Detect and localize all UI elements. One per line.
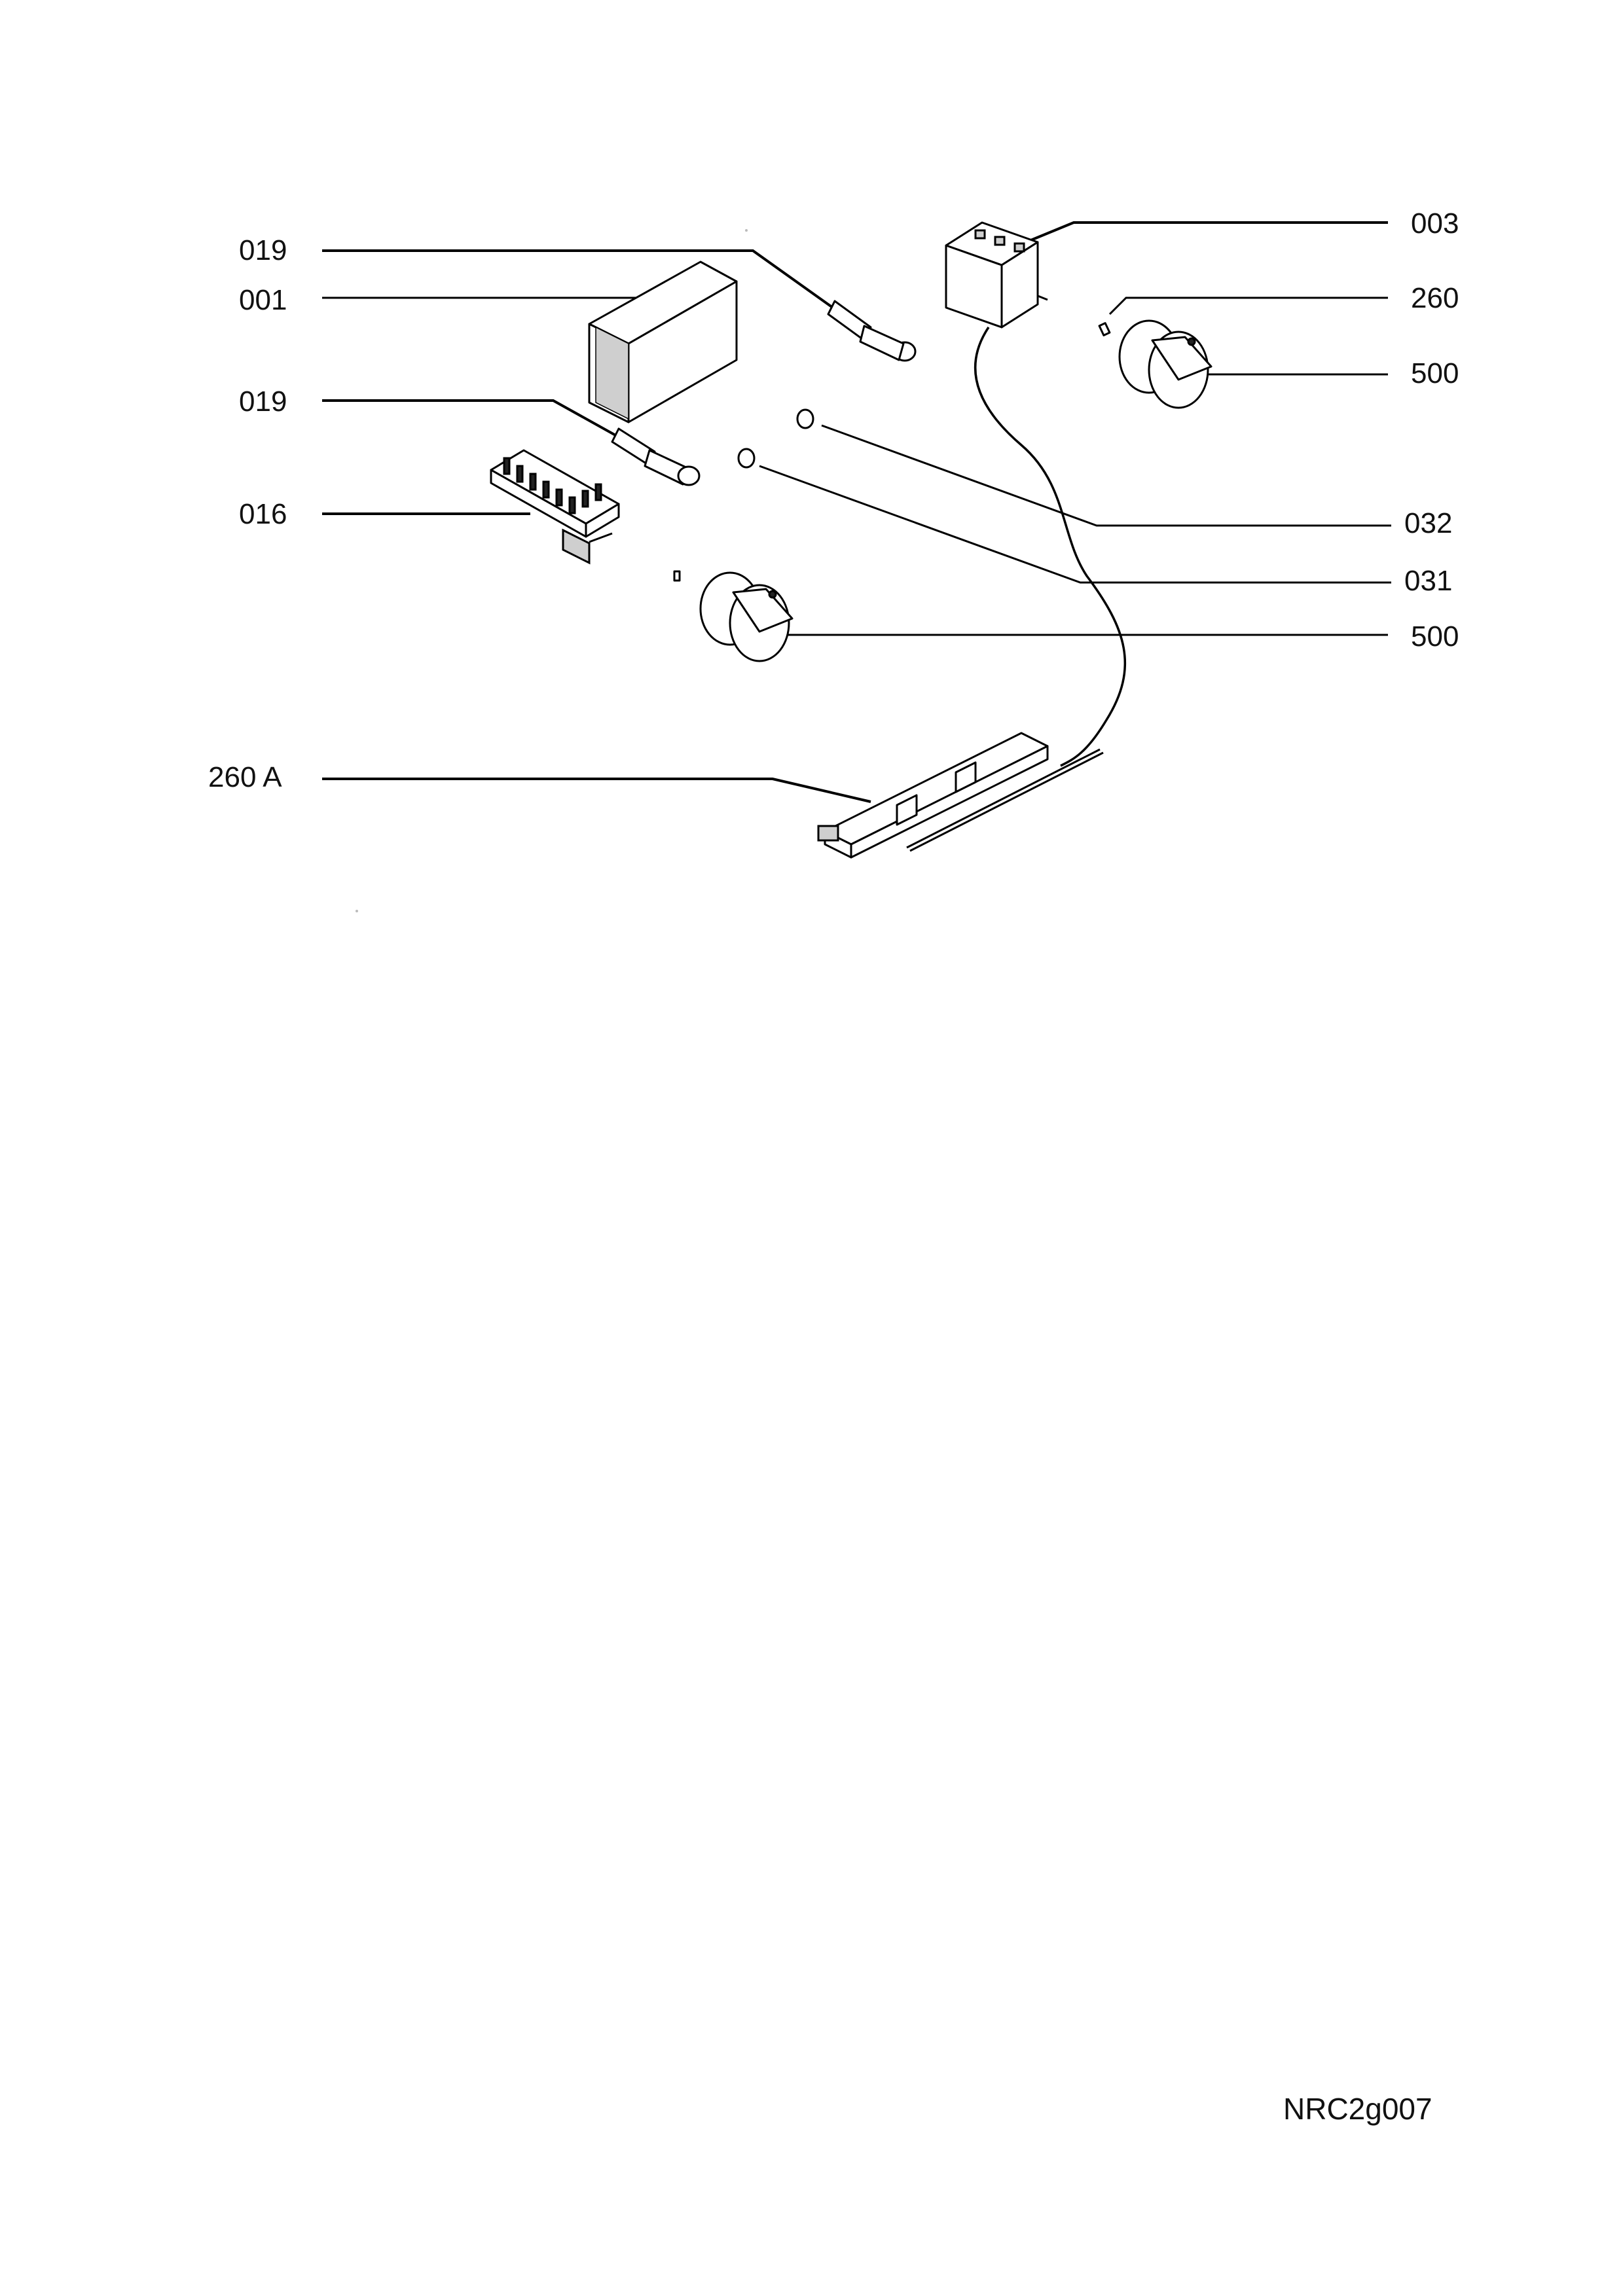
- part-032-lens: [796, 408, 814, 429]
- part-260-clip-bottom: [673, 570, 681, 582]
- callout-031: 031: [1404, 565, 1452, 597]
- part-031-lens: [737, 448, 756, 469]
- part-001-box: [588, 260, 738, 423]
- leader-019-top: [322, 249, 852, 322]
- part-019-lamp-mid: [611, 427, 701, 486]
- part-016-selector-switch: [490, 449, 620, 565]
- callout-260: 260: [1411, 282, 1459, 314]
- callout-019-top: 019: [239, 234, 287, 266]
- callout-500-top: 500: [1411, 357, 1459, 389]
- callout-019-mid: 019: [239, 386, 287, 418]
- leader-260: [1108, 296, 1388, 315]
- callout-003: 003: [1411, 207, 1459, 240]
- part-260a-rail: [817, 732, 1104, 859]
- part-003-regulator: [945, 221, 1048, 329]
- leader-031: [759, 465, 1391, 584]
- leader-019-mid: [322, 399, 646, 453]
- callout-260a: 260 A: [208, 761, 282, 793]
- leader-260a: [322, 778, 871, 803]
- callout-016: 016: [239, 498, 287, 530]
- part-500-knob-bottom: [699, 571, 793, 662]
- speck: [356, 910, 358, 912]
- leader-032: [821, 424, 1391, 527]
- speck: [745, 229, 748, 232]
- connecting-wire: [974, 327, 1127, 767]
- leader-003: [1017, 221, 1388, 247]
- leader-lines: [322, 221, 1391, 803]
- part-500-knob-top: [1118, 319, 1213, 409]
- callout-001: 001: [239, 284, 287, 316]
- callout-032: 032: [1404, 507, 1452, 539]
- part-260-clip: [1098, 322, 1111, 336]
- callout-500-bottom: 500: [1411, 620, 1459, 653]
- part-019-lamp-top: [827, 300, 917, 362]
- document-code: NRC2g007: [1283, 2092, 1432, 2126]
